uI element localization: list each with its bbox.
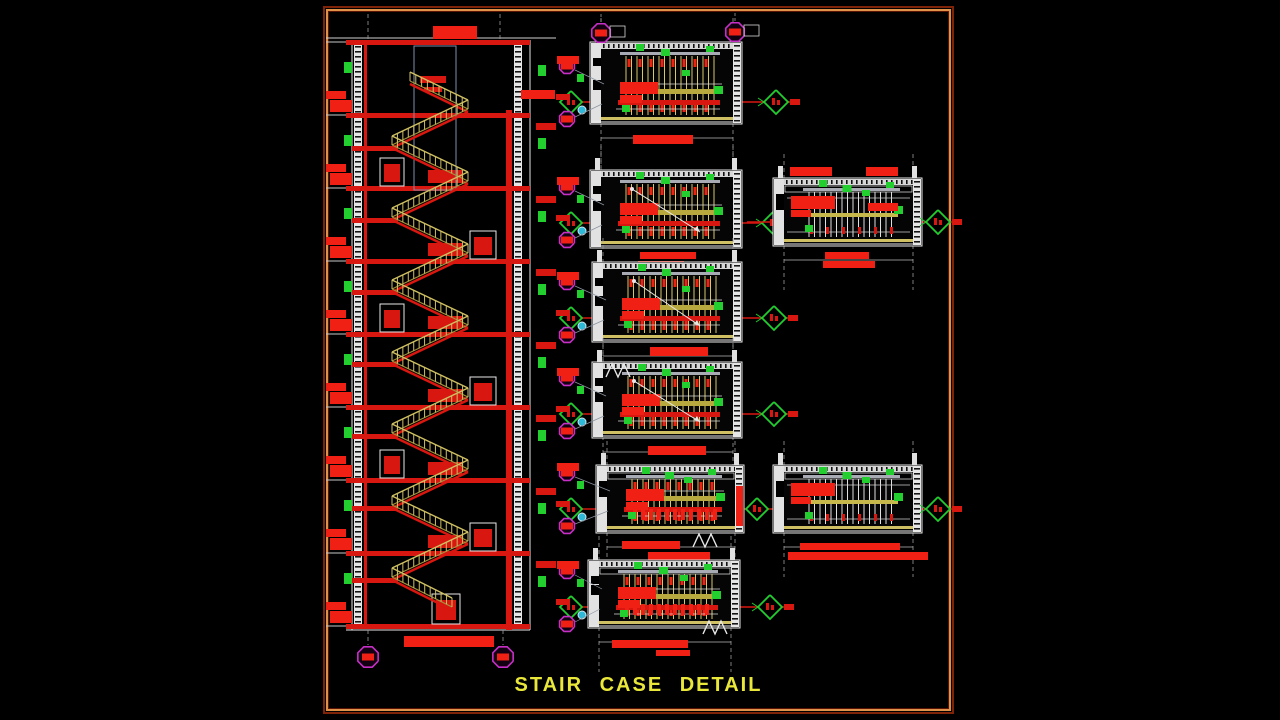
- break-line-icon: [692, 532, 718, 549]
- stair-plan-detail-1: [556, 13, 800, 168]
- grid-bubble-icon: [558, 422, 576, 440]
- section-marker-icon: [924, 209, 952, 236]
- stair-direction-arrow: [632, 279, 701, 327]
- drawing-title: STAIR CASE DETAIL: [514, 674, 763, 696]
- plan-caption-bar: [825, 252, 869, 259]
- stair-plan-detail-5: [556, 338, 798, 482]
- grid-bubble-icon: [558, 615, 576, 633]
- plan-caption-bar: [622, 541, 680, 549]
- drawing-border-frame: [323, 6, 954, 714]
- stair-plan-detail-3: [747, 154, 962, 290]
- plan-caption-bar: [648, 446, 706, 455]
- plan-caption-bar: [800, 543, 900, 550]
- grid-bubble-icon: [558, 517, 576, 535]
- drawing-border-inner: [326, 9, 951, 711]
- grid-bubble-icon: [590, 22, 612, 44]
- grid-bubble-icon: [492, 646, 514, 668]
- stair-plan-detail-4: [556, 238, 798, 386]
- stair-plan-detail-6: [556, 441, 752, 577]
- grid-bubble-icon: [724, 21, 746, 43]
- grid-bubble-icon: [558, 231, 576, 249]
- staircase-section: [326, 14, 556, 668]
- grid-bubble-icon: [558, 326, 576, 344]
- plan-caption-bar: [648, 552, 710, 560]
- section-marker-icon: [760, 401, 788, 428]
- section-marker-icon: [762, 89, 790, 116]
- section-marker-icon: [760, 305, 788, 332]
- plan-caption-bar: [640, 252, 696, 259]
- plan-caption-bar: [656, 650, 690, 656]
- section-marker-icon: [756, 594, 784, 621]
- stair-direction-arrow: [632, 379, 701, 423]
- stair-flights-zigzag: [391, 71, 469, 612]
- section-marker-icon: [924, 496, 952, 523]
- grid-bubble-icon: [558, 110, 576, 128]
- plan-caption-bar: [823, 261, 875, 268]
- section-marker-icon: [744, 497, 770, 522]
- stair-plan-detail-8: [556, 536, 794, 672]
- stair-plan-detail-7: [744, 441, 962, 577]
- plan-caption-bar: [633, 135, 693, 144]
- plan-caption-bar: [612, 640, 688, 648]
- stair-direction-arrow: [630, 187, 701, 233]
- plan-caption-bar: [788, 552, 928, 560]
- annotation-bar: [868, 203, 898, 211]
- grid-bubble-icon: [357, 646, 379, 668]
- break-line-icon: [605, 362, 631, 379]
- break-line-icon: [702, 619, 728, 636]
- annotation-bar: [521, 90, 555, 99]
- plan-caption-bar: [650, 347, 708, 356]
